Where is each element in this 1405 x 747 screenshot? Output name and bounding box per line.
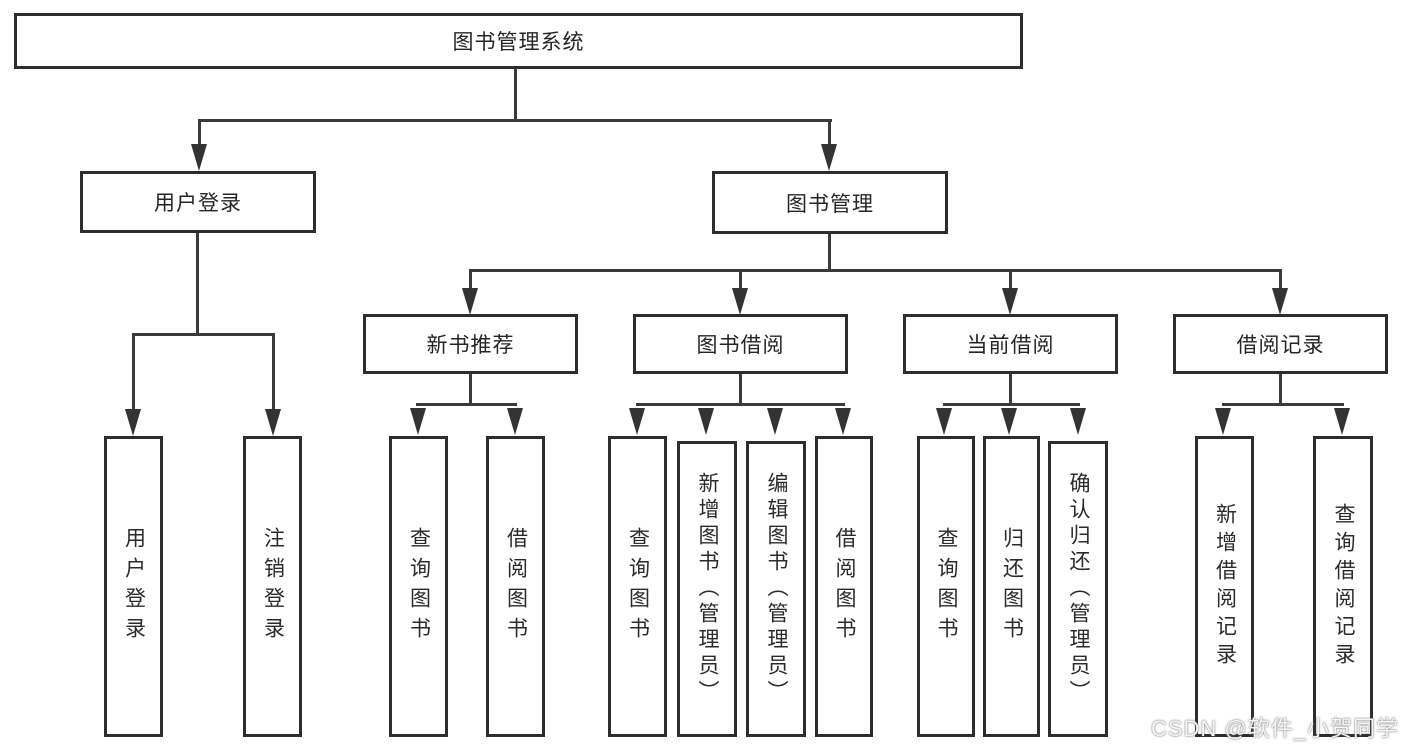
node-user-login-label: 用户登录: [154, 192, 242, 215]
leaf-current-confirm-admin-label: 确认归还（管理员）: [1067, 472, 1090, 706]
node-current-borrow: 当前借阅: [903, 314, 1118, 374]
records-arrow-stem: [1279, 269, 1282, 290]
leaf-borrow-query: 查询图书: [608, 436, 667, 737]
node-root: 图书管理系统: [14, 13, 1023, 69]
leaf-borrow-borrow: 借阅图书: [815, 436, 873, 737]
borrow-child2-arrowhead-icon: [698, 408, 714, 435]
borrow-arrow-stem: [739, 269, 742, 290]
user-login-arrowhead-icon: [191, 144, 207, 171]
leaf-records-query: 查询借阅记录: [1313, 436, 1373, 737]
user-login-child1-arrowhead-icon: [125, 409, 141, 436]
node-book-management-label: 图书管理: [786, 192, 874, 216]
current-horizontal-line: [943, 403, 1080, 406]
borrow-child3-arrowhead-icon: [767, 408, 783, 435]
current-child3-arrowhead-icon: [1070, 408, 1086, 435]
records-child1-arrowhead-icon: [1215, 408, 1231, 435]
user-login-horizontal-line: [132, 333, 275, 336]
new-book-child1-arrowhead-icon: [410, 408, 426, 435]
current-stub-line: [1009, 373, 1012, 406]
new-book-arrowhead-icon: [462, 288, 478, 315]
records-child2-arrowhead-icon: [1334, 408, 1350, 435]
leaf-records-add: 新增借阅记录: [1195, 436, 1254, 737]
user-login-child2-stem: [272, 333, 275, 409]
new-book-horizontal-line: [416, 403, 517, 406]
current-arrowhead-icon: [1002, 288, 1018, 315]
leaf-current-query: 查询图书: [917, 436, 975, 737]
current-arrow-stem: [1009, 269, 1012, 290]
leaf-current-return: 归还图书: [983, 436, 1040, 737]
leaf-logout: 注销登录: [243, 436, 302, 737]
borrow-child1-arrowhead-icon: [629, 408, 645, 435]
leaf-records-add-label: 新增借阅记录: [1213, 502, 1237, 671]
current-child1-arrowhead-icon: [936, 408, 952, 435]
node-book-borrow-label: 图书借阅: [696, 334, 785, 357]
csdn-watermark: CSDN @软件_小贺同学: [1150, 716, 1399, 741]
leaf-newbook-query: 查询图书: [389, 436, 448, 737]
leaf-borrow-edit-admin: 编辑图书（管理员）: [746, 441, 806, 737]
leaf-borrow-edit-admin-label: 编辑图书（管理员）: [765, 472, 788, 706]
leaf-newbook-query-label: 查询图书: [407, 526, 431, 647]
records-arrowhead-icon: [1272, 288, 1288, 315]
leaf-records-query-label: 查询借阅记录: [1332, 502, 1355, 671]
node-book-management: 图书管理: [712, 171, 948, 234]
borrow-child4-arrowhead-icon: [835, 408, 851, 435]
leaf-newbook-borrow-label: 借阅图书: [504, 526, 528, 647]
borrow-horizontal-line: [636, 403, 845, 406]
node-new-book-recommend-label: 新书推荐: [426, 334, 515, 357]
leaf-current-return-label: 归还图书: [1000, 526, 1024, 647]
user-login-child2-arrowhead-icon: [265, 409, 281, 436]
user-login-stub-line: [196, 233, 199, 336]
records-horizontal-line: [1222, 403, 1344, 406]
new-book-child2-arrowhead-icon: [507, 408, 523, 435]
leaf-borrow-add-admin-label: 新增图书（管理员）: [696, 472, 719, 706]
leaf-newbook-borrow: 借阅图书: [486, 436, 545, 737]
records-stub-line: [1279, 373, 1282, 406]
node-book-borrow: 图书借阅: [633, 314, 848, 374]
node-new-book-recommend: 新书推荐: [363, 314, 578, 374]
user-login-arrow-stem: [198, 119, 201, 146]
leaf-current-query-label: 查询图书: [935, 526, 958, 647]
node-borrow-records: 借阅记录: [1173, 314, 1388, 374]
leaf-borrow-query-label: 查询图书: [626, 526, 650, 647]
node-borrow-records-label: 借阅记录: [1236, 334, 1325, 357]
root-stub-line: [514, 68, 517, 122]
current-child2-arrowhead-icon: [1001, 408, 1017, 435]
user-login-child1-stem: [132, 333, 135, 409]
leaf-user-login: 用户登录: [104, 436, 163, 737]
leaf-user-login-label: 用户登录: [122, 526, 146, 647]
book-management-arrow-stem: [828, 119, 831, 146]
level3-horizontal-line: [469, 269, 1282, 272]
node-root-label: 图书管理系统: [452, 31, 585, 54]
node-current-borrow-label: 当前借阅: [966, 334, 1055, 357]
new-book-arrow-stem: [469, 269, 472, 290]
book-management-arrowhead-icon: [821, 144, 837, 171]
leaf-logout-label: 注销登录: [261, 526, 285, 647]
node-user-login: 用户登录: [80, 171, 316, 233]
borrow-arrowhead-icon: [732, 288, 748, 315]
borrow-stub-line: [739, 373, 742, 406]
leaf-borrow-add-admin: 新增图书（管理员）: [677, 441, 737, 737]
level1-horizontal-line: [198, 119, 832, 122]
book-management-stub-line: [828, 234, 831, 272]
leaf-current-confirm-admin: 确认归还（管理员）: [1048, 441, 1108, 737]
new-book-stub-line: [469, 373, 472, 406]
leaf-borrow-borrow-label: 借阅图书: [833, 526, 856, 647]
